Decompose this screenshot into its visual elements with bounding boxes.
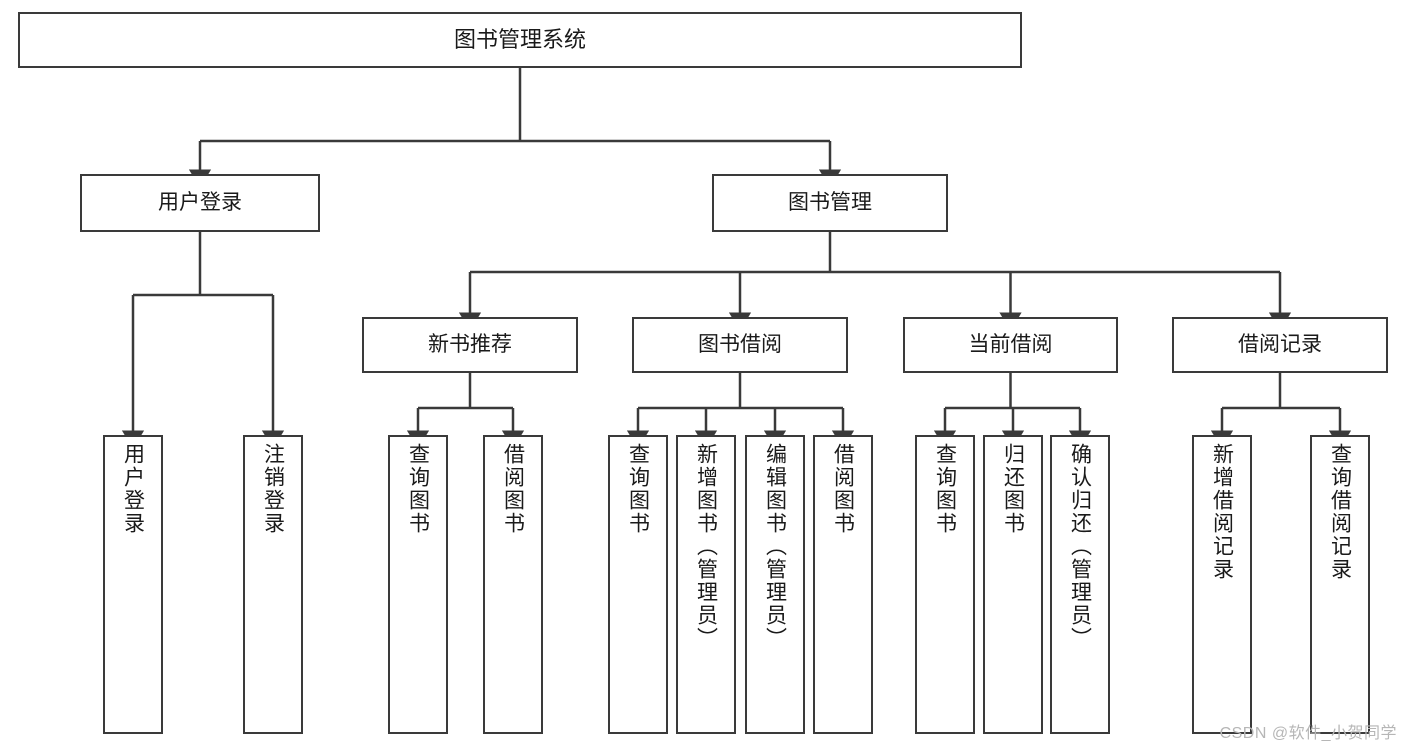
node-leaf_u1[interactable]: 用户登录 xyxy=(103,435,163,734)
node-leaf_b1[interactable]: 查询图书 xyxy=(608,435,668,734)
node-label: 图书借阅 xyxy=(698,333,782,357)
node-leaf_c2[interactable]: 归还图书 xyxy=(983,435,1043,734)
node-label: 查询图书 xyxy=(626,443,650,535)
node-root[interactable]: 图书管理系统 xyxy=(18,12,1022,68)
node-borrow[interactable]: 图书借阅 xyxy=(632,317,848,373)
node-leaf_r2[interactable]: 查询借阅记录 xyxy=(1310,435,1370,734)
node-label: 注销登录 xyxy=(261,443,285,535)
node-label: 查询借阅记录 xyxy=(1328,443,1352,581)
node-label: 新增图书（管理员） xyxy=(694,443,718,650)
node-user_login[interactable]: 用户登录 xyxy=(80,174,320,232)
node-label: 借阅记录 xyxy=(1238,333,1322,357)
node-leaf_c3[interactable]: 确认归还（管理员） xyxy=(1050,435,1110,734)
node-label: 查询图书 xyxy=(933,443,957,535)
node-leaf_n2[interactable]: 借阅图书 xyxy=(483,435,543,734)
csdn-watermark: CSDN @软件_小贺同学 xyxy=(1219,725,1397,742)
node-label: 归还图书 xyxy=(1001,443,1025,535)
node-label: 借阅图书 xyxy=(501,443,525,535)
node-leaf_b4[interactable]: 借阅图书 xyxy=(813,435,873,734)
node-label: 图书管理系统 xyxy=(453,26,586,52)
node-leaf_n1[interactable]: 查询图书 xyxy=(388,435,448,734)
node-leaf_b2[interactable]: 新增图书（管理员） xyxy=(676,435,736,734)
node-leaf_c1[interactable]: 查询图书 xyxy=(915,435,975,734)
node-leaf_b3[interactable]: 编辑图书（管理员） xyxy=(745,435,805,734)
node-current[interactable]: 当前借阅 xyxy=(903,317,1118,373)
node-label: 新增借阅记录 xyxy=(1210,443,1234,581)
node-label: 编辑图书（管理员） xyxy=(763,443,787,650)
node-records[interactable]: 借阅记录 xyxy=(1172,317,1388,373)
node-label: 用户登录 xyxy=(121,443,145,535)
node-leaf_u2[interactable]: 注销登录 xyxy=(243,435,303,734)
node-new_rec[interactable]: 新书推荐 xyxy=(362,317,578,373)
node-label: 借阅图书 xyxy=(831,443,855,535)
node-book_mgmt[interactable]: 图书管理 xyxy=(712,174,948,232)
node-label: 用户登录 xyxy=(158,191,242,215)
node-label: 新书推荐 xyxy=(428,333,512,357)
node-leaf_r1[interactable]: 新增借阅记录 xyxy=(1192,435,1252,734)
node-label: 图书管理 xyxy=(788,191,872,215)
node-label: 确认归还（管理员） xyxy=(1068,443,1092,650)
node-label: 当前借阅 xyxy=(968,333,1053,357)
node-label: 查询图书 xyxy=(406,443,430,535)
